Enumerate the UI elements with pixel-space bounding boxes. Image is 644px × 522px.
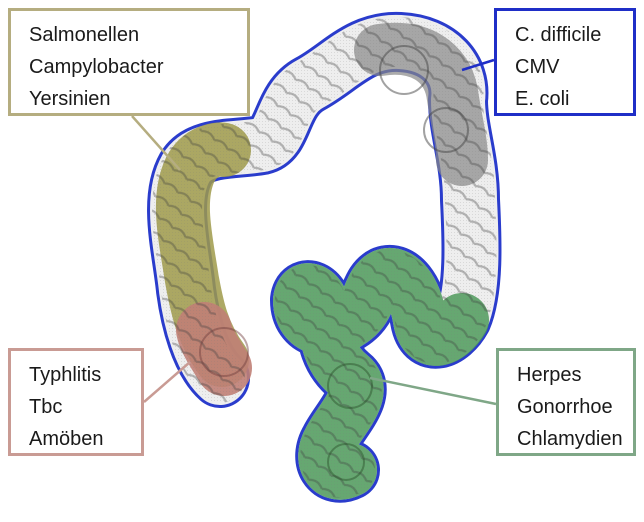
leader-cecum <box>144 362 190 402</box>
pathogen-label: Tbc <box>29 391 129 423</box>
pathogen-label: Campylobacter <box>29 51 235 83</box>
pathogen-label: E. coli <box>515 83 621 115</box>
pathogen-label: C. difficile <box>515 19 621 51</box>
pathogen-label: Chlamydien <box>517 423 621 455</box>
pathogen-label: Herpes <box>517 359 621 391</box>
label-box-cecum: Typhlitis Tbc Amöben <box>8 348 144 456</box>
pathogen-label: Salmonellen <box>29 19 235 51</box>
pathogen-label: Amöben <box>29 423 129 455</box>
pathogen-label: Typhlitis <box>29 359 129 391</box>
pathogen-label: CMV <box>515 51 621 83</box>
label-box-ascending: Salmonellen Campylobacter Yersinien <box>8 8 250 116</box>
label-box-sigmoid: Herpes Gonorrhoe Chlamydien <box>496 348 636 456</box>
leader-sigmoid <box>370 378 496 404</box>
pathogen-label: Gonorrhoe <box>517 391 621 423</box>
label-box-transverse: C. difficile CMV E. coli <box>494 8 636 116</box>
pathogen-label: Yersinien <box>29 83 235 115</box>
